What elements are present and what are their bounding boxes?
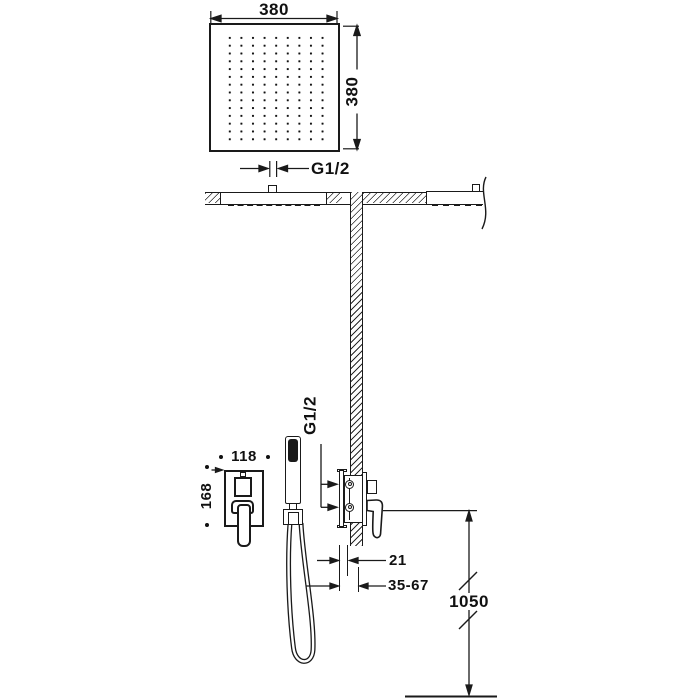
wall-section xyxy=(350,191,363,546)
dim-embed-depth-label: 35-67 xyxy=(388,577,429,594)
trim-plate-side xyxy=(361,472,367,526)
extension-line xyxy=(358,567,360,592)
extension-line xyxy=(346,545,348,576)
inlet-port-bottom xyxy=(344,502,355,513)
dim-valve-offset-label: 21 xyxy=(389,551,407,569)
ceiling-right xyxy=(362,191,483,205)
dim-dot xyxy=(218,454,223,459)
dim-plate-height-arrow xyxy=(211,466,225,474)
dim-head-connection-label: G1/2 xyxy=(311,159,350,178)
nozzle-grid xyxy=(222,32,326,141)
diverter-knob-side xyxy=(366,479,377,494)
rough-in-flange-bar xyxy=(339,470,344,527)
dim-head-height-label: 380 xyxy=(343,69,362,114)
shower-hose xyxy=(286,522,316,664)
dim-plate-width-label: 118 xyxy=(231,448,257,465)
dim-valve-offset xyxy=(317,556,386,565)
dim-dot xyxy=(204,522,209,527)
inlet-port-top xyxy=(344,479,355,490)
spray-face-line xyxy=(432,203,482,206)
ceiling-hatch xyxy=(362,192,427,203)
inlet-port-bottom-center xyxy=(347,505,352,510)
hand-shower-spray-face xyxy=(287,438,298,462)
dim-dot xyxy=(204,464,209,469)
dim-valve-connection xyxy=(320,444,339,512)
mixer-lever-grip-front xyxy=(236,503,251,547)
inlet-port-top-center xyxy=(347,482,352,487)
wall-bracket-inner xyxy=(287,511,299,525)
ceiling-hatch xyxy=(205,192,221,203)
break-line xyxy=(481,176,487,230)
dim-head-width xyxy=(208,11,340,24)
dim-install-height-label: 1050 xyxy=(446,592,492,610)
ceiling-hatch xyxy=(326,192,342,203)
dim-head-width-label: 380 xyxy=(259,0,289,19)
dim-head-connection xyxy=(240,161,309,177)
mixer-centerline xyxy=(349,477,351,520)
spray-face-line xyxy=(228,203,320,206)
dim-embed-depth xyxy=(306,582,386,590)
extension-line xyxy=(339,545,341,591)
ceiling-head-right-connector xyxy=(471,184,480,192)
dim-dot xyxy=(265,454,270,459)
mixer-lever-side xyxy=(366,499,384,539)
diverter-knob-front xyxy=(233,476,252,497)
diverter-knob-notch xyxy=(239,471,246,477)
ceiling-head-left-connector xyxy=(268,184,277,193)
